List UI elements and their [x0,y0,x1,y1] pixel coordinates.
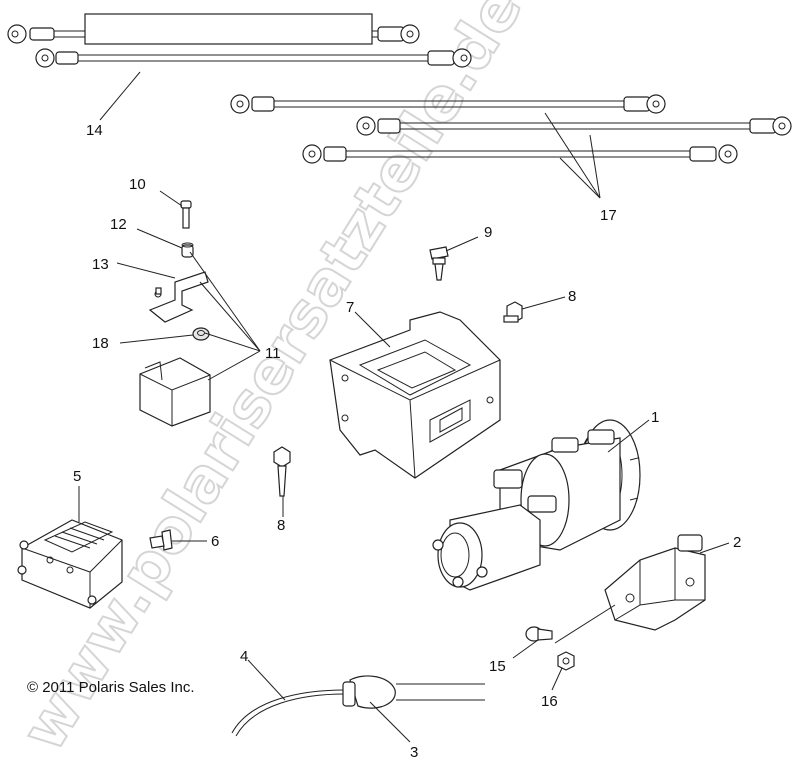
callout-1: 1 [651,409,659,426]
bolt-9 [429,246,449,281]
spacer-12 [181,242,194,258]
cable-17-b [356,116,792,136]
copyright-text: © 2011 Polaris Sales Inc. [27,679,195,696]
cable-17-a [230,94,666,114]
screw-6 [149,529,173,551]
callout-11: 11 [265,345,281,362]
bracket-13 [148,271,209,323]
callout-16: 16 [541,693,558,710]
callout-14: 14 [86,122,103,139]
callout-13: 13 [92,256,109,273]
callout-12: 12 [110,216,127,233]
callout-4: 4 [240,648,248,665]
callout-3: 3 [410,744,418,761]
relay-module-5 [17,519,123,609]
leader-lines [78,71,730,743]
callout-6: 6 [211,533,219,550]
callout-15: 15 [489,658,506,675]
bolt-8-lower [273,446,291,497]
winch-mount-7 [329,311,501,479]
bolt-8-upper [503,301,523,323]
bolt-15 [525,626,553,642]
nut-16 [557,651,575,671]
callout-2: 2 [733,534,741,551]
callout-8-lower: 8 [277,517,285,534]
cable-17-c [302,144,738,164]
wire-harness-4 [231,689,346,737]
callout-9: 9 [484,224,492,241]
boot-cover-3 [342,675,485,709]
cable-14-lower [35,48,472,68]
cable-14-upper [7,13,420,45]
callout-7: 7 [346,299,354,316]
module-box-11 [139,357,211,427]
callout-5: 5 [73,468,81,485]
callout-8-upper: 8 [568,288,576,305]
callout-17: 17 [600,207,617,224]
callout-10: 10 [129,176,146,193]
callout-18: 18 [92,335,109,352]
bolt-10 [180,200,192,229]
bracket-2 [604,534,706,631]
winch-1 [432,419,641,591]
